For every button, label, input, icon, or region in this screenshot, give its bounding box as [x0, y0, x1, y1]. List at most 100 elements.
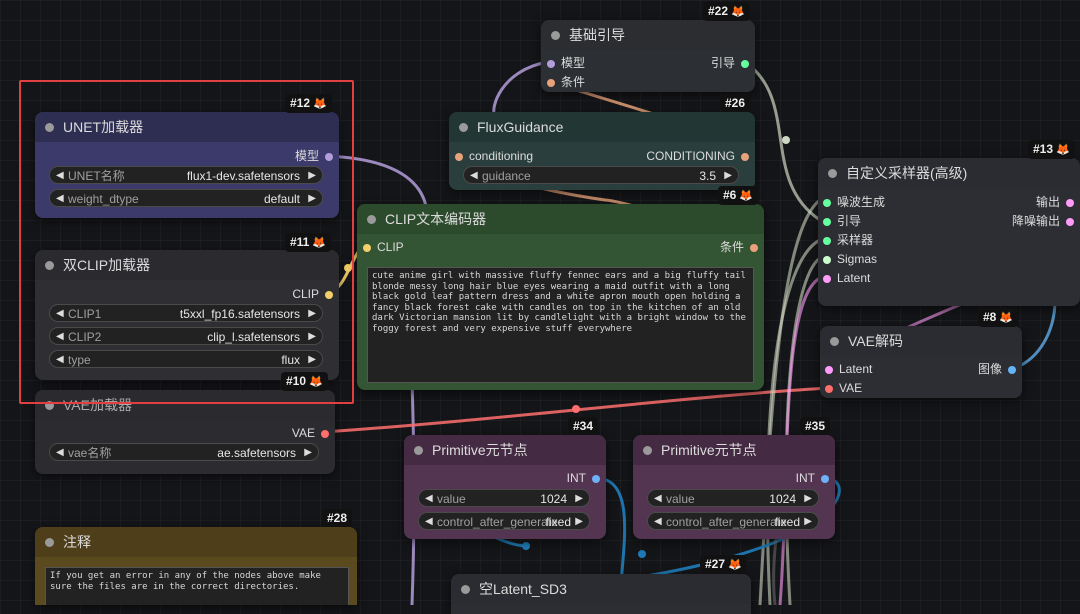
vae-loader-node[interactable]: VAE加载器 VAE ◀ vae名称 ae.safetensors ▶ [35, 390, 335, 474]
collapse-dot-icon[interactable] [45, 261, 54, 270]
selection-rectangle[interactable] [19, 80, 354, 404]
input-latent[interactable]: Latent [825, 361, 872, 377]
node-badge: #6🦊 [718, 186, 759, 205]
empty-latent-sd3-node[interactable]: 空Latent_SD3 [451, 574, 751, 614]
output-guider[interactable]: 引导 [711, 55, 749, 71]
fox-icon: 🦊 [312, 237, 327, 249]
node-badge: #26 [720, 94, 751, 112]
next-arrow-icon[interactable]: ▶ [804, 516, 812, 527]
decrement-arrow-icon[interactable]: ◀ [425, 493, 433, 504]
input-conditioning[interactable]: 条件 [547, 74, 585, 90]
prev-arrow-icon[interactable]: ◀ [56, 170, 64, 181]
control-after-generate-widget[interactable]: ◀ control_after_generate fixed ▶ [418, 512, 590, 530]
collapse-dot-icon[interactable] [830, 337, 839, 346]
next-arrow-icon[interactable]: ▶ [308, 308, 316, 319]
next-arrow-icon[interactable]: ▶ [575, 516, 583, 527]
decrement-arrow-icon[interactable]: ◀ [470, 170, 478, 181]
input-conditioning[interactable]: conditioning [455, 148, 533, 164]
output-image[interactable]: 图像 [978, 361, 1016, 377]
node-title[interactable]: 双CLIP加载器 [35, 250, 339, 280]
primitive-node-35[interactable]: Primitive元节点 INT ◀ value 1024 ▶ ◀ contro… [633, 435, 835, 539]
node-title[interactable]: Primitive元节点 [404, 435, 606, 465]
prompt-textarea[interactable]: cute anime girl with massive fluffy fenn… [367, 267, 754, 383]
collapse-dot-icon[interactable] [551, 31, 560, 40]
type-widget[interactable]: ◀ type flux ▶ [49, 350, 323, 368]
node-title[interactable]: 自定义采样器(高级) [818, 158, 1080, 188]
output-model[interactable]: 模型 [295, 148, 333, 164]
node-badge: #10🦊 [281, 372, 328, 391]
node-title[interactable]: FluxGuidance [449, 112, 755, 142]
input-guider[interactable]: 引导 [823, 213, 861, 229]
prev-arrow-icon[interactable]: ◀ [56, 354, 64, 365]
wire-latent-in [778, 276, 822, 605]
output-conditioning[interactable]: CONDITIONING [646, 148, 749, 164]
node-title[interactable]: VAE加载器 [35, 390, 335, 420]
basic-guider-node[interactable]: 基础引导 模型 条件 引导 [541, 20, 755, 92]
collapse-dot-icon[interactable] [45, 401, 54, 410]
prev-arrow-icon[interactable]: ◀ [425, 516, 433, 527]
collapse-dot-icon[interactable] [414, 446, 423, 455]
next-arrow-icon[interactable]: ▶ [304, 447, 312, 458]
decrement-arrow-icon[interactable]: ◀ [654, 493, 662, 504]
prev-arrow-icon[interactable]: ◀ [56, 331, 64, 342]
dual-clip-loader-node[interactable]: 双CLIP加载器 CLIP ◀ CLIP1 t5xxl_fp16.safeten… [35, 250, 339, 380]
sampler-custom-advanced-node[interactable]: 自定义采样器(高级) 噪波生成 引导 采样器 Sigmas Latent 输出 … [818, 158, 1080, 306]
collapse-dot-icon[interactable] [643, 446, 652, 455]
value-widget[interactable]: ◀ value 1024 ▶ [647, 489, 819, 507]
output-int[interactable]: INT [567, 470, 600, 486]
input-sampler[interactable]: 采样器 [823, 232, 873, 248]
increment-arrow-icon[interactable]: ▶ [575, 493, 583, 504]
prev-arrow-icon[interactable]: ◀ [56, 308, 64, 319]
clip-text-encode-node[interactable]: CLIP文本编码器 CLIP 条件 cute anime girl with m… [357, 204, 764, 390]
node-title[interactable]: UNET加载器 [35, 112, 339, 142]
node-title[interactable]: CLIP文本编码器 [357, 204, 764, 234]
flux-guidance-node[interactable]: FluxGuidance conditioning CONDITIONING ◀… [449, 112, 755, 190]
prev-arrow-icon[interactable]: ◀ [654, 516, 662, 527]
node-title[interactable]: 注释 [35, 527, 357, 557]
node-title[interactable]: Primitive元节点 [633, 435, 835, 465]
node-title[interactable]: VAE解码 [820, 326, 1022, 356]
output-output[interactable]: 输出 [1036, 194, 1074, 210]
next-arrow-icon[interactable]: ▶ [308, 193, 316, 204]
input-model[interactable]: 模型 [547, 55, 585, 71]
clip1-widget[interactable]: ◀ CLIP1 t5xxl_fp16.safetensors ▶ [49, 304, 323, 322]
prev-arrow-icon[interactable]: ◀ [56, 447, 64, 458]
guidance-widget[interactable]: ◀ guidance 3.5 ▶ [463, 166, 739, 184]
collapse-dot-icon[interactable] [828, 169, 837, 178]
control-after-generate-widget[interactable]: ◀ control_after_generate fixed ▶ [647, 512, 819, 530]
primitive-node-34[interactable]: Primitive元节点 INT ◀ value 1024 ▶ ◀ contro… [404, 435, 606, 539]
node-title[interactable]: 空Latent_SD3 [451, 574, 751, 604]
vae-decode-node[interactable]: VAE解码 Latent VAE 图像 [820, 326, 1022, 398]
increment-arrow-icon[interactable]: ▶ [724, 170, 732, 181]
increment-arrow-icon[interactable]: ▶ [804, 493, 812, 504]
node-title[interactable]: 基础引导 [541, 20, 755, 50]
collapse-dot-icon[interactable] [367, 215, 376, 224]
output-int[interactable]: INT [796, 470, 829, 486]
output-denoised[interactable]: 降噪输出 [1012, 213, 1074, 229]
unet-name-widget[interactable]: ◀ UNET名称 flux1-dev.safetensors ▶ [49, 166, 323, 184]
next-arrow-icon[interactable]: ▶ [308, 170, 316, 181]
next-arrow-icon[interactable]: ▶ [308, 354, 316, 365]
clip2-widget[interactable]: ◀ CLIP2 clip_l.safetensors ▶ [49, 327, 323, 345]
reroute-dot [638, 550, 646, 558]
collapse-dot-icon[interactable] [45, 538, 54, 547]
unet-loader-node[interactable]: UNET加载器 模型 ◀ UNET名称 flux1-dev.safetensor… [35, 112, 339, 218]
output-vae[interactable]: VAE [292, 425, 329, 441]
prev-arrow-icon[interactable]: ◀ [56, 193, 64, 204]
collapse-dot-icon[interactable] [461, 585, 470, 594]
value-widget[interactable]: ◀ value 1024 ▶ [418, 489, 590, 507]
input-clip[interactable]: CLIP [363, 239, 404, 255]
output-conditioning[interactable]: 条件 [720, 239, 758, 255]
input-vae[interactable]: VAE [825, 380, 862, 396]
input-latent[interactable]: Latent [823, 270, 870, 286]
input-noise[interactable]: 噪波生成 [823, 194, 885, 210]
collapse-dot-icon[interactable] [459, 123, 468, 132]
output-clip[interactable]: CLIP [292, 286, 333, 302]
weight-dtype-widget[interactable]: ◀ weight_dtype default ▶ [49, 189, 323, 207]
input-sigmas[interactable]: Sigmas [823, 251, 877, 267]
note-textarea[interactable]: If you get an error in any of the nodes … [45, 567, 349, 605]
collapse-dot-icon[interactable] [45, 123, 54, 132]
vae-name-widget[interactable]: ◀ vae名称 ae.safetensors ▶ [49, 443, 319, 461]
next-arrow-icon[interactable]: ▶ [308, 331, 316, 342]
note-node[interactable]: 注释 If you get an error in any of the nod… [35, 527, 357, 605]
